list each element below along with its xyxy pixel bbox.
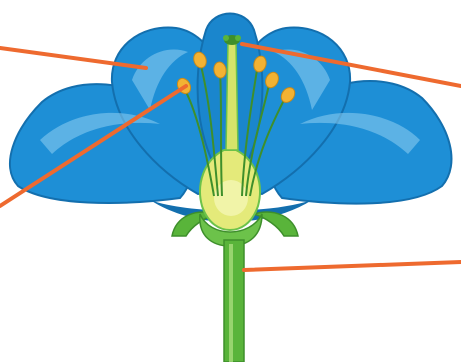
stem-body bbox=[224, 240, 244, 362]
pointer-line-stem bbox=[244, 262, 461, 270]
style bbox=[226, 42, 238, 150]
stem-highlight bbox=[229, 244, 233, 362]
stigma-lobe-left bbox=[223, 35, 229, 41]
stigma-lobe-right bbox=[235, 35, 241, 41]
stem bbox=[224, 240, 244, 362]
